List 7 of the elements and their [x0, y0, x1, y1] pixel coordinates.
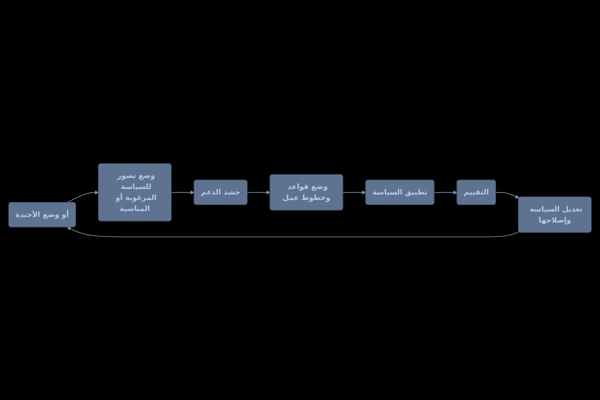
arrow — [66, 190, 99, 203]
arrow — [171, 190, 194, 194]
arrow — [434, 190, 458, 194]
arrow — [66, 226, 520, 237]
arrow — [247, 190, 270, 194]
arrow — [342, 190, 366, 194]
arrow — [496, 192, 520, 198]
